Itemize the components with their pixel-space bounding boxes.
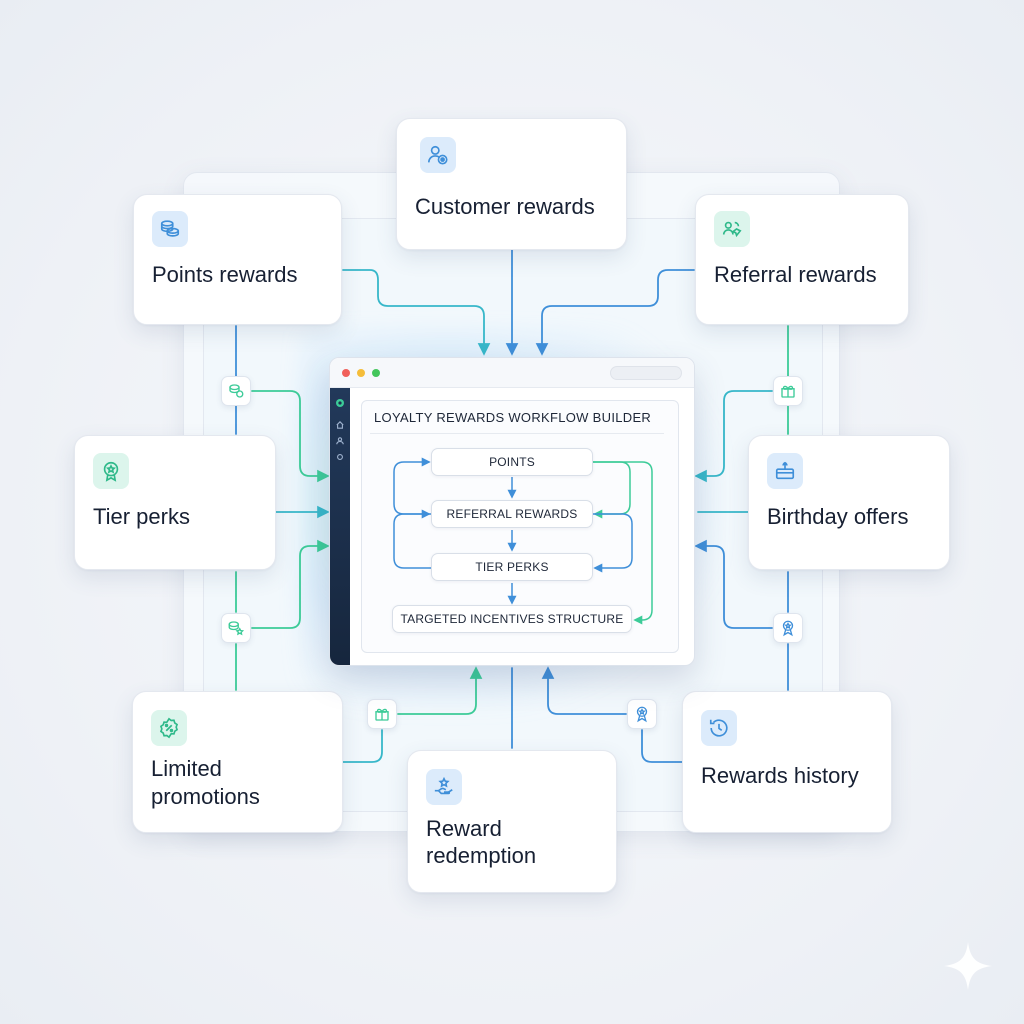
panel-title: LOYALTY REWARDS WORKFLOW BUILDER — [374, 410, 652, 425]
referral-icon — [714, 211, 750, 247]
card-label: Points rewards — [152, 262, 298, 287]
gift-box-icon — [767, 453, 803, 489]
workflow-node-targeted-incentives[interactable]: TARGETED INCENTIVES STRUCTURE — [392, 605, 632, 633]
badge-icon — [93, 453, 129, 489]
panel-divider — [370, 433, 664, 434]
connector-award-bottom-icon — [627, 699, 657, 729]
card-label-line1: Limited — [151, 756, 222, 781]
connector-award-icon — [773, 613, 803, 643]
rewards-history-card[interactable]: Rewards history — [682, 691, 892, 833]
sidebar-logo-icon[interactable] — [335, 398, 345, 408]
customer-rewards-card[interactable]: Customer rewards — [396, 118, 627, 250]
card-label: Tier perks — [93, 504, 190, 529]
minimize-window-button[interactable] — [357, 369, 365, 377]
connector-gift-bottom-icon — [367, 699, 397, 729]
workflow-node-points[interactable]: POINTS — [431, 448, 593, 476]
card-label: Customer rewards — [415, 194, 595, 219]
sidebar-home-icon[interactable] — [335, 420, 345, 430]
wire-limited-mini — [251, 539, 330, 629]
card-label: Referral rewards — [714, 262, 877, 287]
close-window-button[interactable] — [342, 369, 350, 377]
sparkle-icon — [944, 942, 992, 990]
workflow-node-tier-perks[interactable]: TIER PERKS — [431, 553, 593, 581]
wire-limited — [342, 729, 383, 763]
card-label-line2: redemption — [426, 843, 537, 868]
wire-points-mini — [251, 390, 330, 483]
connector-coins-star-icon — [221, 613, 251, 643]
coins-icon — [152, 211, 188, 247]
card-label-line2: promotions — [151, 784, 260, 809]
birthday-offers-card[interactable]: Birthday offers — [748, 435, 950, 570]
maximize-window-button[interactable] — [372, 369, 380, 377]
wire-points — [342, 269, 491, 356]
card-label-line1: Reward — [426, 816, 502, 841]
wire-history — [641, 729, 683, 763]
history-clock-icon — [701, 710, 737, 746]
tier-perks-card[interactable]: Tier perks — [74, 435, 276, 570]
referral-rewards-card[interactable]: Referral rewards — [695, 194, 909, 325]
wire-referral-mini — [694, 390, 773, 483]
sidebar-user-icon[interactable] — [335, 436, 345, 446]
limited-promotions-card[interactable]: Limited promotions — [132, 691, 343, 833]
sidebar-settings-icon[interactable] — [335, 452, 345, 462]
connector-gift-icon — [773, 376, 803, 406]
points-rewards-card[interactable]: Points rewards — [133, 194, 342, 325]
app-sidebar — [330, 388, 350, 665]
address-bar[interactable] — [610, 366, 682, 380]
wire-referral — [535, 269, 695, 356]
connector-coins-icon — [221, 376, 251, 406]
window-titlebar — [330, 358, 694, 388]
reward-redemption-card[interactable]: Reward redemption — [407, 750, 617, 893]
card-label: Rewards history — [701, 763, 859, 788]
hand-star-icon — [426, 769, 462, 805]
user-star-icon — [420, 137, 456, 173]
workflow-node-referral-rewards[interactable]: REFERRAL REWARDS — [431, 500, 593, 528]
percent-badge-icon — [151, 710, 187, 746]
wire-history-mini — [694, 539, 773, 629]
card-label: Birthday offers — [767, 504, 909, 529]
